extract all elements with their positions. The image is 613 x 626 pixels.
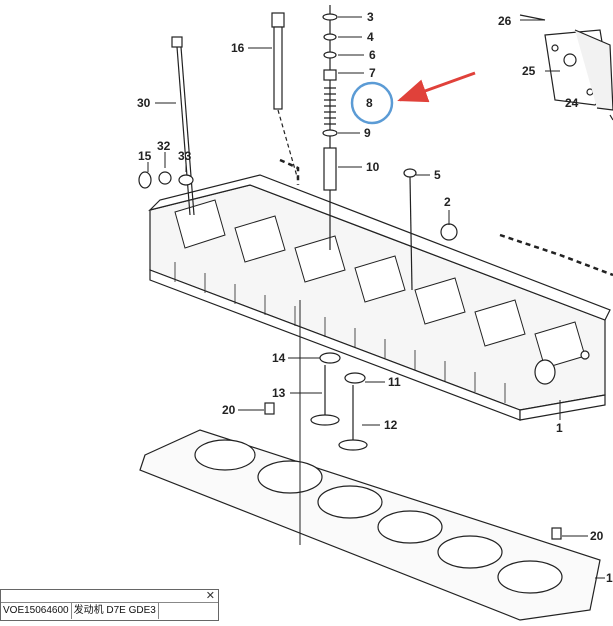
- callout-label: 1: [556, 421, 563, 435]
- callout-label: 4: [367, 30, 374, 44]
- valves: [264, 352, 562, 540]
- callout-label: 14: [272, 351, 286, 365]
- callout-label: 1: [606, 571, 613, 585]
- leader-lines: [147, 16, 605, 579]
- cylinder-head: [148, 174, 611, 421]
- plugs: [138, 14, 613, 291]
- callout-label: 25: [522, 64, 536, 78]
- valve-assembly: [322, 5, 338, 250]
- callout-label: 30: [137, 96, 151, 110]
- part-info-row: VOE15064600 发动机 D7E GDE3: [1, 602, 218, 619]
- head-gasket: [139, 429, 601, 621]
- callout-label: 6: [369, 48, 376, 62]
- bracket-25: [544, 29, 613, 111]
- part-code: VOE15064600: [1, 603, 72, 619]
- callout-label: 26: [498, 14, 512, 28]
- callout-label: 20: [590, 529, 604, 543]
- callout-labels: 1 2 3 4 5 6 7 8 9 10 11 12 13 14 15 16 2…: [137, 10, 613, 585]
- bolt-30: [171, 36, 195, 216]
- highlight-circle: [350, 81, 394, 125]
- dashed-reference-lines: [279, 158, 613, 277]
- empty-cell: [159, 603, 218, 619]
- part-description: 发动机 D7E GDE3: [72, 603, 159, 619]
- callout-label: 24: [565, 96, 579, 110]
- callout-label: 15: [138, 149, 152, 163]
- callout-label: 11: [388, 375, 401, 389]
- callout-label: 10: [366, 160, 380, 174]
- callout-label: 33: [178, 149, 192, 163]
- callout-label: 20: [222, 403, 236, 417]
- callout-label: 8: [366, 96, 373, 110]
- callout-label: 7: [369, 66, 376, 80]
- callout-label: 9: [364, 126, 371, 140]
- callout-label: 32: [157, 139, 171, 153]
- callout-label: 16: [231, 41, 245, 55]
- callout-label: 5: [434, 168, 441, 182]
- callout-label: 12: [384, 418, 398, 432]
- callout-label: 13: [272, 386, 286, 400]
- callout-label: 2: [444, 195, 451, 209]
- close-icon[interactable]: ✕: [205, 589, 215, 602]
- callout-label: 3: [367, 10, 374, 24]
- part-info-bar: ✕ VOE15064600 发动机 D7E GDE3: [0, 589, 219, 621]
- pointer-arrow: [397, 71, 476, 103]
- bolt-16: [271, 12, 299, 181]
